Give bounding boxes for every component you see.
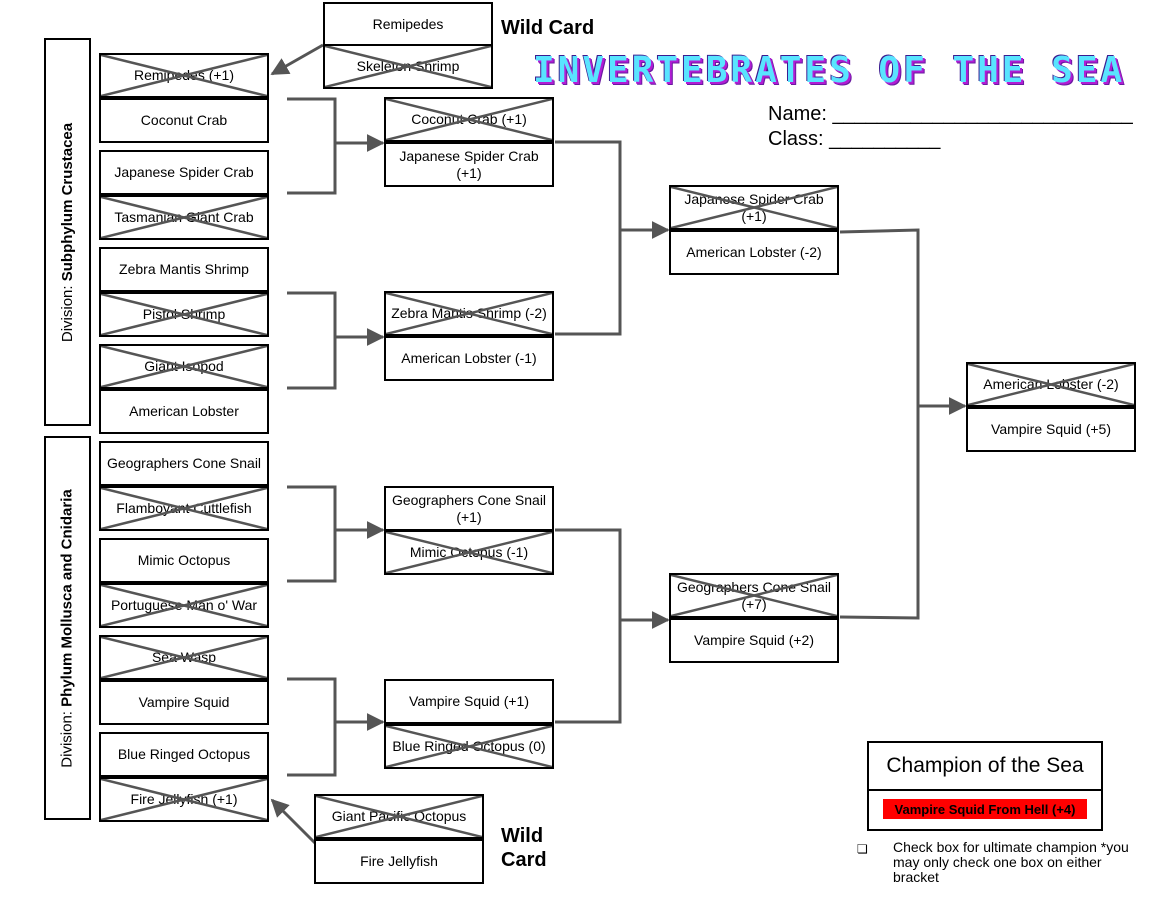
checkbox-note: Check box for ultimate champion *you may… [893,839,1129,885]
bracket-slot-final-2: Vampire Squid (+5) [966,407,1136,452]
bracket-slot-r1-8: American Lobster [99,389,269,434]
class-field: Class: __________ [768,128,941,150]
bracket-slot-label: Mimic Octopus (-1) [409,544,529,560]
bracket-slot-label: Fire Jellyfish (+1) [130,791,238,807]
connector-r1-b [287,291,383,390]
bracket-slot-label: Japanese Spider Crab [114,164,254,180]
bracket-slot-label: Skeleton Shrimp [356,58,460,74]
wild-card-bottom-line1: Wild [501,825,544,847]
division-mollusca-prefix: Division: [59,706,76,768]
connector-r2-a [555,140,668,336]
bracket-slot-r1-2: Coconut Crab [99,98,269,143]
name-field: Name: ___________________________ [768,103,1133,125]
bracket-slot-r2-5: Geographers Cone Snail (+1) [384,486,554,531]
bracket-slot-r1-1: Remipedes (+1) [99,53,269,98]
division-crustacea-name: Subphylum Crustacea [59,122,77,281]
bracket-slot-r1-7: Giant Isopod [99,344,269,389]
bracket-slot-r2-4: American Lobster (-1) [384,336,554,381]
bracket-slot-label: Fire Jellyfish [360,853,438,869]
bracket-slot-r1-3: Japanese Spider Crab [99,150,269,195]
connector-r1-c [287,485,383,583]
bracket-slot-label: Geographers Cone Snail (+7) [676,578,832,612]
bracket-slot-r1-5: Zebra Mantis Shrimp [99,247,269,292]
bracket-slot-label: Tasmanian Giant Crab [114,209,254,225]
bracket-slot-r3-3: Geographers Cone Snail (+7) [669,573,839,618]
champion-box: Champion of the Sea Vampire Squid From H… [867,741,1103,831]
bracket-slot-r2-8: Blue Ringed Octopus (0) [384,724,554,769]
connector-r3 [839,228,965,620]
bracket-slot-wild-bot-1: Giant Pacific Octopus [314,794,484,839]
bracket-slot-wild-top-1: Remipedes [323,2,493,46]
bracket-slot-label: Portuguese Man o' War [110,597,258,613]
checkbox-icon[interactable]: ❏ [857,842,868,856]
bracket-slot-label: Remipedes [372,15,444,32]
wild-card-label-bottom: Wild Card [501,824,547,872]
bracket-slot-r2-6: Mimic Octopus (-1) [384,530,554,575]
bracket-slot-label: Flamboyant Cuttlefish [116,500,252,516]
bracket-slot-r1-4: Tasmanian Giant Crab [99,195,269,240]
bracket-slot-wild-bot-2: Fire Jellyfish [314,839,484,884]
wild-card-bottom-line2: Card [501,849,547,871]
wild-card-label-top: Wild Card [501,17,595,39]
bracket-slot-wild-top-2: Skeleton Shrimp [323,44,493,89]
bracket-slot-r1-11: Mimic Octopus [99,538,269,583]
bracket-slot-r1-14: Vampire Squid [99,680,269,725]
bracket-slot-label: Japanese Spider Crab (+1) [684,190,824,224]
bracket-slot-label: Vampire Squid (+5) [991,421,1111,437]
wild-card-arrow-top [270,43,324,76]
bracket-slot-r1-12: Portuguese Man o' War [99,583,269,628]
bracket-slot-label: Remipedes (+1) [134,67,234,83]
bracket-slot-label: Japanese Spider Crab (+1) [399,147,539,181]
bracket-slot-label: American Lobster [129,403,239,419]
bracket-slot-label: Blue Ringed Octopus (0) [392,738,546,754]
bracket-slot-r3-4: Vampire Squid (+2) [669,618,839,663]
champion-title: Champion of the Sea [869,743,1101,791]
division-crustacea-prefix: Division: [59,280,77,342]
bracket-slot-label: American Lobster (-1) [401,350,537,366]
bracket-slot-label: Zebra Mantis Shrimp [119,261,249,277]
bracket-slot-label: Geographers Cone Snail [106,455,262,471]
bracket-slot-r2-2: Japanese Spider Crab (+1) [384,142,554,187]
bracket-slot-label: Zebra Mantis Shrimp (-2) [391,305,547,321]
division-mollusca-name: Phylum Mollusca and Cnidaria [59,488,76,707]
bracket-slot-label: Giant Pacific Octopus [331,808,467,824]
division-crustacea: Division: Subphylum Crustacea [44,38,91,426]
connector-r1-d [287,677,383,777]
bracket-slot-r1-13: Sea Wasp [99,635,269,680]
connector-r1-a [287,97,383,195]
bracket-slot-label: Giant Isopod [144,358,224,374]
bracket-slot-label: Coconut Crab [140,112,228,128]
bracket-slot-r1-6: Pistol Shrimp [99,292,269,337]
bracket-slot-r1-9: Geographers Cone Snail [99,441,269,486]
bracket-slot-r2-7: Vampire Squid (+1) [384,679,554,724]
bracket-slot-label: Pistol Shrimp [142,306,226,322]
bracket-slot-label: Sea Wasp [151,649,217,665]
connector-r2-b [555,528,668,724]
bracket-slot-label: Blue Ringed Octopus [117,746,251,762]
bracket-slot-label: American Lobster (-2) [983,376,1119,392]
bracket-slot-label: Vampire Squid (+1) [409,693,529,709]
bracket-slot-label: American Lobster (-2) [686,244,822,260]
bracket-slot-r3-2: American Lobster (-2) [669,230,839,275]
bracket-slot-r1-16: Fire Jellyfish (+1) [99,777,269,822]
bracket-slot-r1-15: Blue Ringed Octopus [99,732,269,777]
champion-name: Vampire Squid From Hell (+4) [883,799,1087,819]
bracket-slot-r1-10: Flamboyant Cuttlefish [99,486,269,531]
wild-card-arrow-bottom [270,798,317,845]
bracket-slot-final-1: American Lobster (-2) [966,362,1136,407]
bracket-slot-r2-1: Coconut Crab (+1) [384,97,554,142]
bracket-slot-label: Coconut Crab (+1) [411,111,527,127]
bracket-slot-r2-3: Zebra Mantis Shrimp (-2) [384,291,554,336]
bracket-slot-label: Vampire Squid [138,694,230,710]
division-mollusca-cnidaria: Division: Phylum Mollusca and Cnidaria [44,436,91,820]
bracket-slot-label: Mimic Octopus [137,552,231,568]
bracket-slot-label: Vampire Squid (+2) [694,632,814,648]
bracket-slot-r3-1: Japanese Spider Crab (+1) [669,185,839,230]
bracket-slot-label: Geographers Cone Snail (+1) [391,491,547,525]
page-title: INVERTEBRATES OF THE SEA [533,50,1126,91]
